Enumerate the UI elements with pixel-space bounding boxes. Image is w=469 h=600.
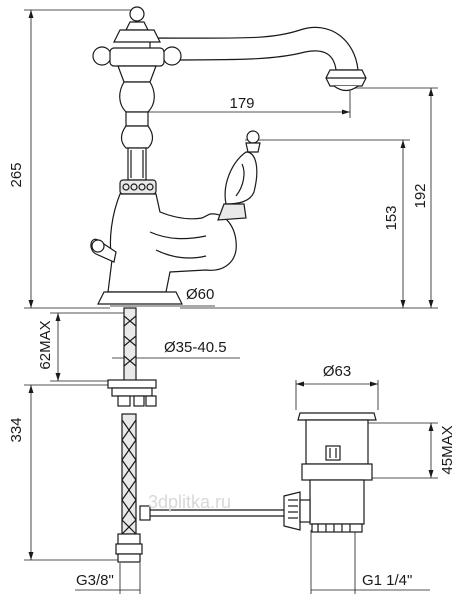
dim-hole-diameter: Ø35-40.5 bbox=[164, 339, 227, 356]
dimension-labels: 265 179 153 192 Ø60 62MAX Ø35-40.5 334 G… bbox=[8, 95, 456, 589]
dim-hose-length: 334 bbox=[8, 417, 25, 442]
waste-drain bbox=[283, 412, 377, 533]
dim-base-diameter: Ø60 bbox=[186, 286, 214, 303]
dim-shank-max: 62MAX bbox=[37, 320, 54, 369]
dim-waste-thread: G1 1/4" bbox=[362, 572, 412, 589]
dim-waste-diameter: Ø63 bbox=[323, 363, 351, 380]
dim-handle-153: 153 bbox=[383, 205, 400, 230]
dim-thread-hose: G3/8" bbox=[76, 572, 114, 589]
pop-up-rod bbox=[139, 505, 286, 521]
dimension-arrows bbox=[28, 10, 434, 560]
faucet-body bbox=[90, 6, 367, 305]
dim-spout-reach: 179 bbox=[229, 95, 254, 112]
dim-total-height: 265 bbox=[8, 162, 25, 187]
dim-handle-192: 192 bbox=[412, 183, 429, 208]
mounting-shank bbox=[107, 307, 157, 407]
watermark-text: 3dplitka.ru bbox=[148, 492, 231, 512]
dim-waste-height-max: 45MAX bbox=[439, 425, 456, 474]
flexible-hose bbox=[115, 413, 143, 563]
